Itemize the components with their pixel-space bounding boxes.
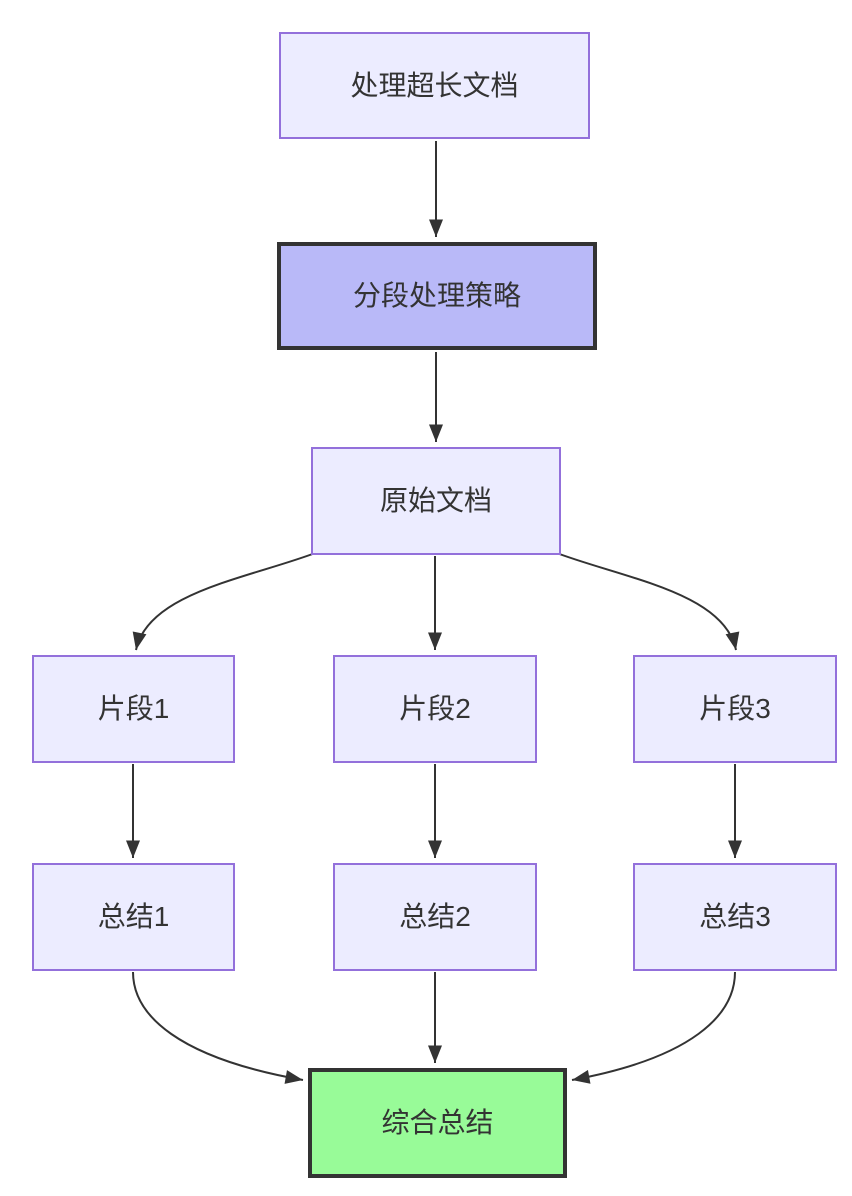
edge-doc-to-frag1 [132,551,319,651]
node-original-doc: 原始文档 [311,447,561,555]
node-summary-1: 总结1 [32,863,235,971]
node-process-long-doc: 处理超长文档 [279,32,590,139]
node-fragment-1: 片段1 [32,655,235,763]
node-label: 综合总结 [381,1107,494,1139]
node-label: 总结1 [97,901,170,933]
edge-sum3-to-final [571,971,736,1084]
node-summary-2: 总结2 [333,863,537,971]
node-segment-strategy: 分段处理策略 [277,242,597,350]
node-label: 分段处理策略 [352,280,521,312]
node-label: 片段1 [97,693,170,725]
node-label: 总结3 [699,901,771,933]
node-label: 原始文档 [379,485,492,517]
edge-sum1-to-final [132,971,304,1084]
node-fragment-3: 片段3 [633,655,837,763]
node-fragment-2: 片段2 [333,655,537,763]
edge-doc-to-frag3 [553,551,740,651]
node-label: 处理超长文档 [350,69,519,101]
node-label: 片段2 [399,693,471,725]
node-summary-3: 总结3 [633,863,837,971]
node-final-summary: 综合总结 [308,1068,567,1178]
node-label: 总结2 [399,901,471,933]
node-label: 片段3 [699,693,771,725]
